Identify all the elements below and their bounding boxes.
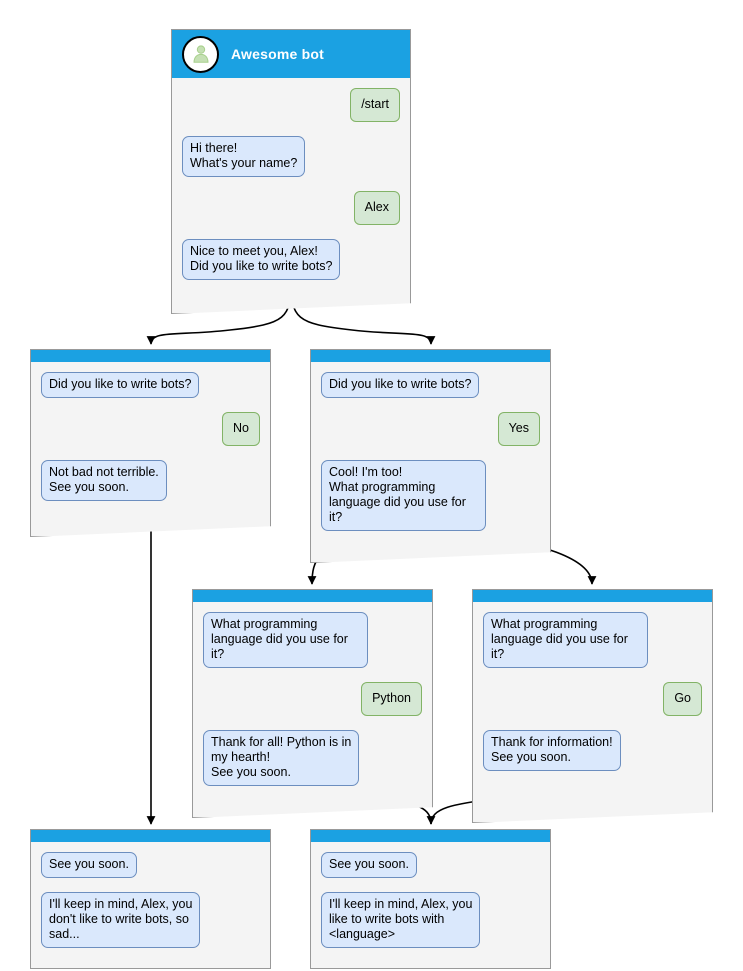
spacer [41,446,260,460]
message-bubble-bot: What programming language did you use fo… [483,612,648,668]
panel-header-python [193,590,432,602]
panel-body-no: Did you like to write bots? No Not bad n… [31,362,270,519]
chat-panel-python[interactable]: What programming language did you use fo… [192,589,433,818]
message-bubble-bot: I'll keep in mind, Alex, you don't like … [41,892,201,948]
message-bubble-bot: Nice to meet you, Alex! Did you like to … [182,239,341,280]
panel-bottom-edge [30,519,271,537]
spacer [321,398,540,412]
message-bubble-bot: Thank for information! See you soon. [483,730,621,771]
panel-header-go [473,590,712,602]
spacer [182,177,400,191]
chat-panel-end-yes[interactable]: See you soon. I'll keep in mind, Alex, y… [310,829,551,969]
panel-body-go: What programming language did you use fo… [473,602,712,805]
message-bubble-bot: Not bad not terrible. See you soon. [41,460,167,501]
panel-bottom-edge [192,800,433,818]
spacer [483,716,702,730]
panel-header-end-no [31,830,270,842]
spacer [483,668,702,682]
spacer [321,446,540,460]
message-bubble-bot: Hi there! What's your name? [182,136,306,177]
message-bubble-user: Alex [353,191,400,225]
message-bubble-user: /start [350,88,400,122]
message-bubble-bot: Did you like to write bots? [41,372,200,398]
chat-panel-no[interactable]: Did you like to write bots? No Not bad n… [30,349,271,537]
spacer [321,878,540,892]
spacer [41,398,260,412]
panel-body-root: /start Hi there! What's your name? Alex … [172,78,410,296]
panel-body-end-no: See you soon. I'll keep in mind, Alex, y… [31,842,270,968]
message-bubble-bot: Cool! I'm too! What programming language… [321,460,486,531]
message-bubble-user: Python [361,682,422,716]
spacer [203,716,422,730]
message-bubble-bot: See you soon. [41,852,137,878]
message-bubble-bot: I'll keep in mind, Alex, you like to wri… [321,892,481,948]
message-bubble-user: Yes [497,412,540,446]
panel-bottom-edge [171,296,411,314]
panel-header-yes [311,350,550,362]
message-bubble-bot: See you soon. [321,852,417,878]
spacer [182,122,400,136]
message-bubble-user: No [222,412,260,446]
panel-body-yes: Did you like to write bots? Yes Cool! I'… [311,362,550,545]
spacer [203,668,422,682]
message-bubble-bot: Thank for all! Python is in my hearth! S… [203,730,360,786]
chat-panel-end-no[interactable]: See you soon. I'll keep in mind, Alex, y… [30,829,271,969]
panel-body-end-yes: See you soon. I'll keep in mind, Alex, y… [311,842,550,968]
chat-panel-yes[interactable]: Did you like to write bots? Yes Cool! I'… [310,349,551,563]
bot-title: Awesome bot [231,46,324,62]
spacer [41,878,260,892]
panel-header-root: Awesome bot [172,30,410,78]
message-bubble-bot: What programming language did you use fo… [203,612,368,668]
panel-bottom-edge [310,545,551,563]
message-bubble-user: Go [663,682,702,716]
panel-bottom-edge [472,805,713,823]
chat-panel-go[interactable]: What programming language did you use fo… [472,589,713,823]
panel-body-python: What programming language did you use fo… [193,602,432,800]
chat-panel-root[interactable]: Awesome bot /start Hi there! What's your… [171,29,411,314]
person-avatar-icon [182,35,219,73]
spacer [182,225,400,239]
message-bubble-bot: Did you like to write bots? [321,372,480,398]
panel-header-no [31,350,270,362]
panel-header-end-yes [311,830,550,842]
